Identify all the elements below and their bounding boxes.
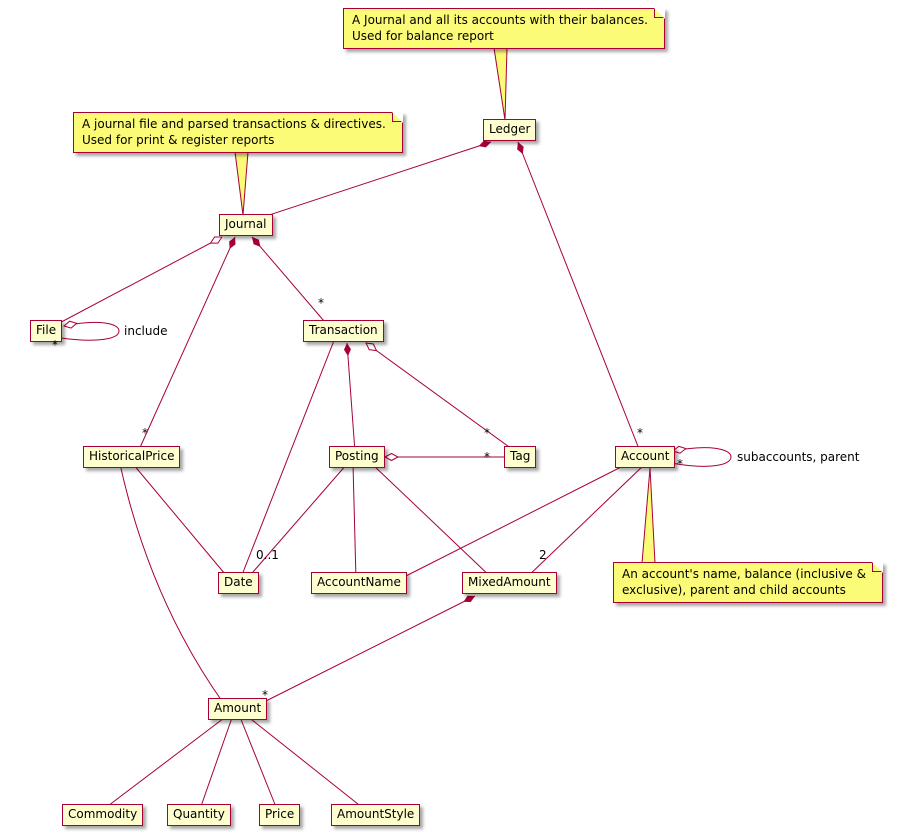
class-amount: Amount [208, 698, 268, 720]
note-account: An account's name, balance (inclusive & … [613, 562, 883, 603]
note-ledger-line2: Used for balance report [352, 29, 494, 43]
note-journal-line1: A journal file and parsed transactions &… [82, 117, 386, 131]
note-connector-journal [234, 151, 249, 216]
edge-amount-commodity [99, 711, 233, 813]
multiplicity-ledger-account: * [637, 426, 643, 440]
multiplicity-journal-transaction: * [318, 296, 324, 310]
multiplicity-transaction-tag: * [484, 426, 490, 440]
edge-journal-transaction [251, 236, 331, 329]
class-accountname: AccountName [311, 572, 407, 594]
note-ledger-line1: A Journal and all its accounts with thei… [352, 13, 648, 27]
class-journal: Journal [219, 214, 273, 236]
multiplicity-mixedamount-amount: * [262, 688, 268, 702]
class-tag: Tag [504, 446, 537, 468]
edge-ledger-account [517, 141, 642, 455]
edge-journal-file [49, 237, 222, 329]
class-file: File [30, 320, 63, 342]
note-account-line2: exclusive), parent and child accounts [622, 583, 846, 597]
class-mixedamount: MixedAmount [462, 572, 557, 594]
class-amountstyle: AmountStyle [331, 804, 421, 826]
edge-posting-date [245, 463, 348, 581]
class-historicalprice: HistoricalPrice [83, 446, 181, 468]
multiplicity-account-mixedamount: 2 [539, 548, 547, 562]
multiplicity-posting-tag: * [484, 450, 490, 464]
edge-account-accountname [397, 463, 628, 581]
edge-transaction-posting [343, 342, 356, 453]
note-ledger: A Journal and all its accounts with thei… [343, 8, 665, 49]
edge-posting-mixedamount [371, 463, 495, 581]
label-subaccounts-parent: subaccounts, parent [737, 450, 860, 464]
class-price: Price [259, 804, 301, 826]
edge-file-file-include [60, 322, 120, 341]
note-journal-line2: Used for print & register reports [82, 133, 275, 147]
edge-transaction-date [239, 337, 336, 581]
class-transaction: Transaction [303, 320, 384, 342]
class-commodity: Commodity [62, 804, 144, 826]
note-connector-ledger [493, 47, 508, 121]
label-include: include [124, 324, 168, 338]
note-journal: A journal file and parsed transactions &… [73, 112, 403, 153]
edge-journal-historicalprice [137, 236, 236, 453]
class-date: Date [218, 572, 259, 594]
multiplicity-journal-historicalprice: * [142, 426, 148, 440]
class-quantity: Quantity [167, 804, 231, 826]
edge-historicalprice-amount [119, 463, 225, 705]
edge-amount-price [237, 711, 279, 813]
edge-historicalprice-date [132, 463, 231, 581]
note-account-line1: An account's name, balance (inclusive & [622, 567, 866, 581]
class-ledger: Ledger [483, 119, 537, 141]
multiplicity-file-include: * [52, 338, 58, 352]
class-account: Account [615, 446, 676, 468]
edge-transaction-tag [366, 343, 517, 453]
edge-amount-amountstyle [241, 711, 369, 813]
edge-mixedamount-amount [255, 595, 476, 707]
edge-account-mixedamount [523, 463, 646, 581]
edge-posting-accountname [352, 463, 357, 581]
note-connector-account [641, 467, 656, 564]
multiplicity-account-subaccounts: * [677, 457, 683, 471]
edge-ledger-journal [247, 140, 492, 223]
class-posting: Posting [329, 446, 385, 468]
multiplicity-posting-date: 0..1 [256, 548, 279, 562]
edge-account-account-subaccounts [670, 448, 732, 467]
edge-amount-quantity [198, 711, 235, 813]
